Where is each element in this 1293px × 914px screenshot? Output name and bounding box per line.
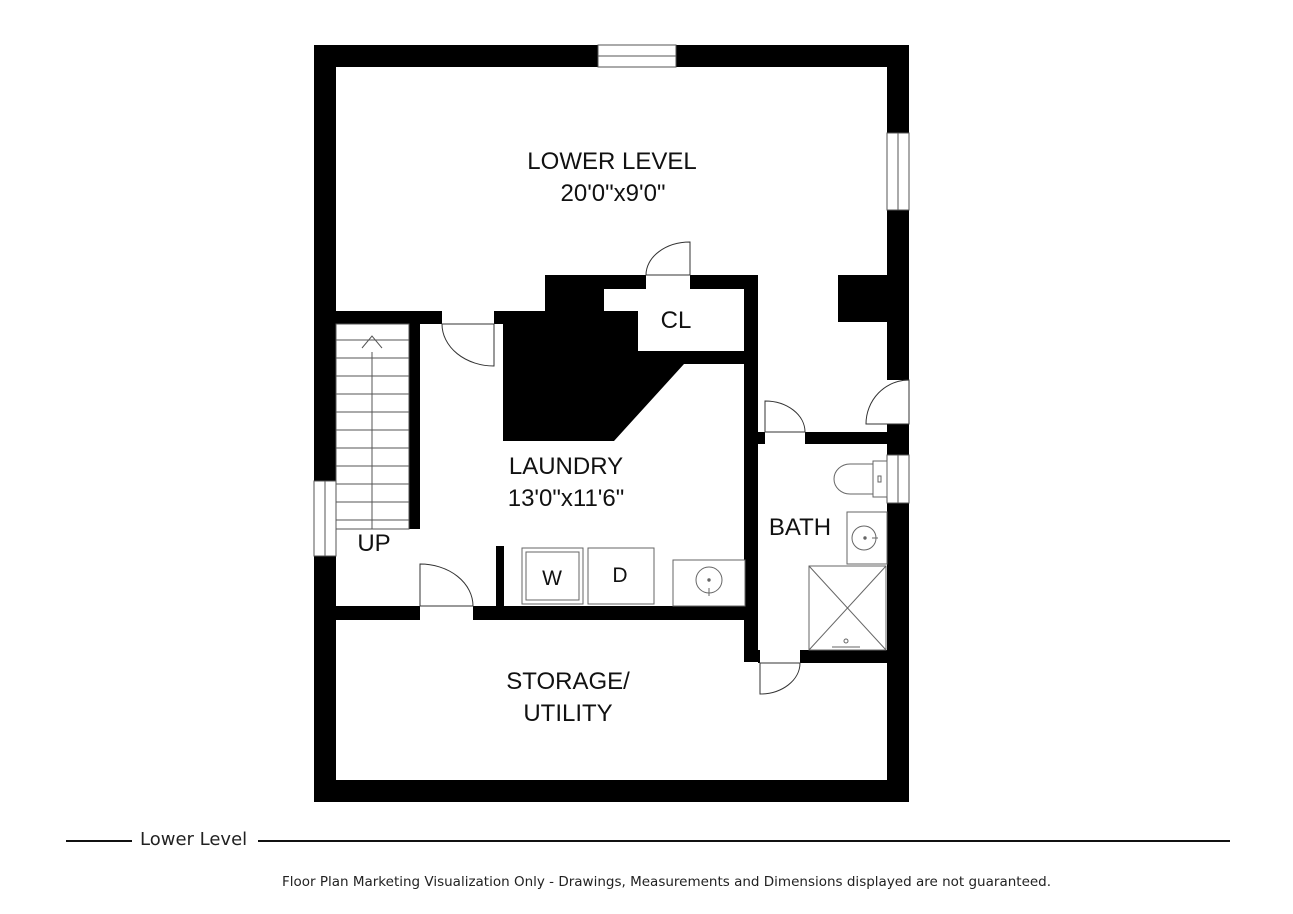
laundry-appliances — [521, 547, 746, 607]
disclaimer-text: Floor Plan Marketing Visualization Only … — [281, 874, 1052, 890]
storage-name-line1: STORAGE/ — [506, 668, 630, 695]
lower-level-name: LOWER LEVEL — [527, 148, 696, 175]
laundry-dimensions: 13'0"x11'6" — [508, 485, 625, 512]
dryer-label: D — [612, 564, 627, 587]
level-caption: Lower Level — [134, 829, 254, 850]
closet-name: CL — [661, 307, 692, 334]
dryer — [587, 547, 655, 605]
caption-line-right — [258, 840, 1230, 842]
lower-level-dimensions: 20'0"x9'0" — [561, 180, 666, 207]
storage-name-line2: UTILITY — [523, 700, 612, 727]
laundry-name: LAUNDRY — [509, 453, 623, 480]
doors — [419, 241, 911, 695]
windows — [313, 44, 910, 557]
stairs-arrow-head — [361, 335, 383, 349]
stairs-label: UP — [357, 530, 390, 557]
toilet — [833, 463, 874, 495]
bath-name: BATH — [769, 514, 831, 541]
caption-line-left — [66, 840, 132, 842]
bath-fixtures — [808, 460, 888, 651]
stairs — [335, 323, 410, 530]
washer-label: W — [542, 567, 562, 590]
